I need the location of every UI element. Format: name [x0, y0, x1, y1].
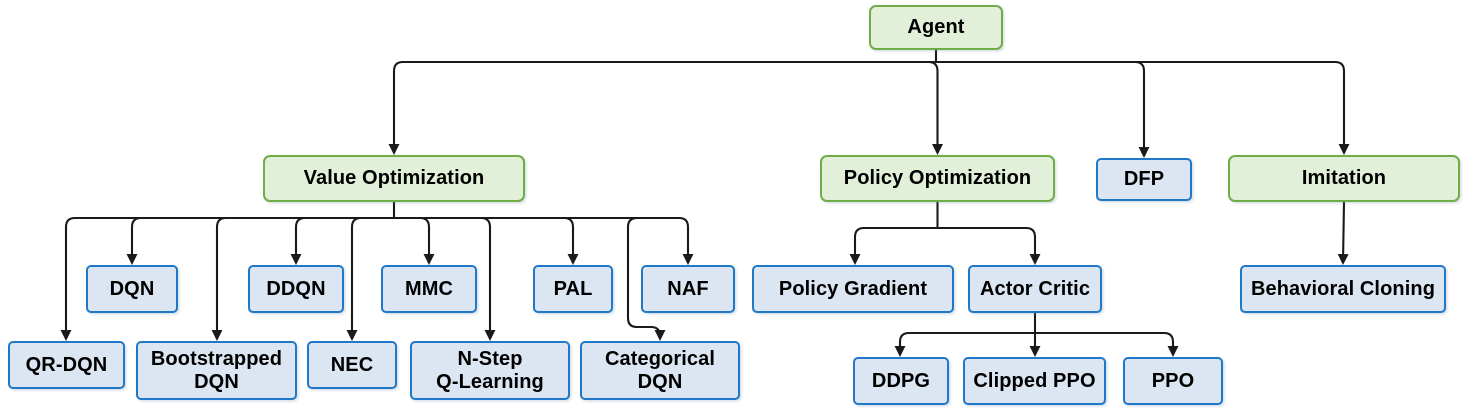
- node-mmc[interactable]: MMC: [381, 265, 477, 313]
- node-label: DDQN: [266, 277, 326, 300]
- node-label: Behavioral Cloning: [1250, 277, 1436, 300]
- node-dfp[interactable]: DFP: [1096, 158, 1192, 201]
- node-label: Actor Critic: [979, 277, 1091, 300]
- node-label: Imitation: [1301, 167, 1387, 190]
- node-nec[interactable]: NEC: [307, 341, 397, 389]
- node-value-optimization[interactable]: Value Optimization: [263, 155, 525, 202]
- node-ppo[interactable]: PPO: [1123, 357, 1223, 405]
- node-label: Categorical DQN: [604, 348, 716, 393]
- node-label: Policy Optimization: [843, 167, 1032, 190]
- node-policy-gradient[interactable]: Policy Gradient: [752, 265, 954, 313]
- node-label: PPO: [1151, 369, 1195, 392]
- node-ddqn[interactable]: DDQN: [248, 265, 344, 313]
- node-dqn[interactable]: DQN: [86, 265, 178, 313]
- node-label: Bootstrapped DQN: [150, 348, 283, 393]
- node-pal[interactable]: PAL: [533, 265, 613, 313]
- node-label: DDPG: [871, 369, 931, 392]
- node-imitation[interactable]: Imitation: [1228, 155, 1460, 202]
- node-label: Value Optimization: [303, 167, 485, 190]
- node-policy-optimization[interactable]: Policy Optimization: [820, 155, 1055, 202]
- node-n-step-q-learning[interactable]: N-Step Q-Learning: [410, 341, 570, 400]
- node-categorical-dqn[interactable]: Categorical DQN: [580, 341, 740, 400]
- node-label: N-Step Q-Learning: [436, 348, 544, 393]
- node-qr-dqn[interactable]: QR-DQN: [8, 341, 125, 389]
- node-label: NEC: [330, 353, 374, 376]
- node-label: Agent: [907, 16, 965, 39]
- node-actor-critic[interactable]: Actor Critic: [968, 265, 1102, 313]
- node-label: MMC: [404, 277, 454, 300]
- node-naf[interactable]: NAF: [641, 265, 735, 313]
- node-agent[interactable]: Agent: [869, 5, 1003, 50]
- node-label: PAL: [553, 277, 593, 300]
- node-label: DQN: [109, 277, 155, 300]
- node-label: DFP: [1123, 168, 1165, 191]
- node-clipped-ppo[interactable]: Clipped PPO: [963, 357, 1106, 405]
- node-behavioral-cloning[interactable]: Behavioral Cloning: [1240, 265, 1446, 313]
- node-label: Policy Gradient: [778, 277, 928, 300]
- node-label: QR-DQN: [25, 353, 108, 376]
- node-bootstrapped-dqn[interactable]: Bootstrapped DQN: [136, 341, 297, 400]
- node-label: Clipped PPO: [973, 369, 1096, 392]
- node-label: NAF: [667, 277, 709, 300]
- node-ddpg[interactable]: DDPG: [853, 357, 949, 405]
